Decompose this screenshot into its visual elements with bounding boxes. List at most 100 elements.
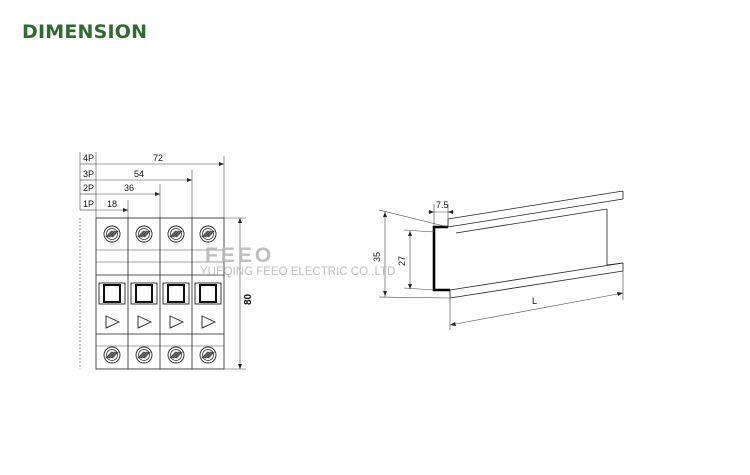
extension-line: [378, 296, 451, 299]
screw-slot-hatch: [140, 351, 148, 359]
screw-row-bottom: [103, 346, 217, 364]
screw-slot-hatch: [203, 351, 210, 359]
screw-slot-hatch: [142, 351, 149, 359]
dim-line-length: [449, 292, 624, 326]
handle-slot: [162, 282, 190, 305]
screw-inner-ring: [202, 349, 214, 361]
screw-slot-hatch: [107, 351, 114, 359]
rail-edge: [447, 190, 624, 220]
screw-icon: [103, 346, 121, 364]
rail-width-label: 7.5: [436, 200, 449, 210]
screw-slot-hatch: [201, 351, 209, 359]
screw-slot-hatch: [206, 351, 213, 359]
screw-inner-ring: [106, 349, 118, 361]
screw-slot-hatch: [111, 230, 119, 238]
rail-outer-height-label: 35: [372, 252, 382, 262]
screw-slot-hatch: [140, 230, 148, 238]
screw-slot-hatch: [175, 351, 183, 359]
toggle-handle: [98, 282, 126, 305]
screw-slot-hatch: [137, 351, 145, 359]
toggle-handle: [194, 282, 222, 305]
width-label-1p: 18: [107, 199, 117, 209]
extension-line: [403, 229, 435, 233]
watermark-logo: FEEO: [205, 244, 274, 267]
height-label: 80: [243, 293, 254, 305]
handle-lever: [199, 284, 217, 303]
screw-inner-ring: [202, 228, 214, 240]
toggle-handle: [162, 282, 190, 305]
screw-slot-hatch: [171, 351, 178, 359]
screw-slot-hatch: [171, 230, 178, 238]
screw-slot-hatch: [108, 230, 116, 238]
screw-slot-hatch: [207, 351, 215, 359]
extension-line: [378, 209, 449, 228]
handle-slot: [194, 282, 222, 305]
screw-inner-ring: [138, 228, 150, 240]
screw-slot-hatch: [169, 230, 177, 238]
screw-icon: [199, 346, 217, 364]
screw-outer-ring: [103, 225, 121, 243]
screw-inner-ring: [106, 228, 118, 240]
handle-lever: [135, 284, 153, 303]
screw-slot-hatch: [201, 230, 209, 238]
screw-slot-hatch: [172, 351, 180, 359]
screw-outer-ring: [135, 346, 153, 364]
pole-label-3p: 3P: [83, 169, 94, 179]
screw-slot-hatch: [207, 230, 215, 238]
indicator-triangle-icon: [137, 315, 153, 329]
indicator-triangle-icon: [201, 315, 217, 329]
extension-line: [403, 287, 435, 291]
rail-edge: [447, 198, 624, 228]
rail-inner-height-label: 27: [397, 256, 407, 266]
screw-outer-ring: [199, 225, 217, 243]
screw-slot-hatch: [137, 230, 145, 238]
screw-outer-ring: [135, 225, 153, 243]
rail-profile: [432, 225, 450, 292]
screw-outer-ring: [167, 346, 185, 364]
handle-lever: [167, 284, 185, 303]
screw-icon: [167, 225, 185, 243]
width-label-4p: 72: [153, 153, 163, 163]
screw-icon: [167, 346, 185, 364]
screw-row-top: [103, 225, 217, 243]
indicator-row: [105, 315, 217, 329]
breaker-dimensions: 4P 3P 2P 1P 72 54 36 18 80: [79, 152, 254, 370]
screw-outer-ring: [167, 225, 185, 243]
rail-edge: [455, 208, 608, 234]
screw-slot-hatch: [174, 230, 181, 238]
indicator-triangle-icon: [105, 315, 121, 329]
screw-slot-hatch: [142, 230, 149, 238]
screw-icon: [135, 225, 153, 243]
screw-slot-hatch: [174, 351, 181, 359]
handle-row: [98, 282, 222, 305]
handle-slot: [130, 282, 158, 305]
screw-slot-hatch: [105, 351, 113, 359]
screw-slot-hatch: [143, 230, 151, 238]
indicator-triangle-icon: [169, 315, 185, 329]
screw-slot-hatch: [175, 230, 183, 238]
screw-slot-hatch: [110, 351, 117, 359]
screw-slot-hatch: [108, 351, 116, 359]
screw-slot-hatch: [105, 230, 113, 238]
rail-length-label: L: [532, 296, 537, 306]
toggle-handle: [130, 282, 158, 305]
screw-slot-hatch: [110, 230, 117, 238]
screw-inner-ring: [170, 228, 182, 240]
screw-outer-ring: [199, 346, 217, 364]
handle-lever: [103, 284, 121, 303]
screw-icon: [103, 225, 121, 243]
watermark: FEEO YUEQING FEEO ELECTRIC CO.,LTD: [200, 244, 395, 278]
rail-edge: [449, 270, 624, 299]
screw-outer-ring: [103, 346, 121, 364]
pole-label-4p: 4P: [83, 153, 94, 163]
screw-slot-hatch: [169, 351, 177, 359]
screw-slot-hatch: [143, 351, 151, 359]
screw-slot-hatch: [204, 351, 212, 359]
screw-slot-hatch: [111, 351, 119, 359]
page-title: DIMENSION: [22, 21, 148, 43]
width-label-3p: 54: [134, 169, 144, 179]
din-rail-drawing: 7.5 35 27 L: [372, 190, 624, 330]
screw-slot-hatch: [107, 230, 114, 238]
pole-label-1p: 1P: [83, 199, 94, 209]
